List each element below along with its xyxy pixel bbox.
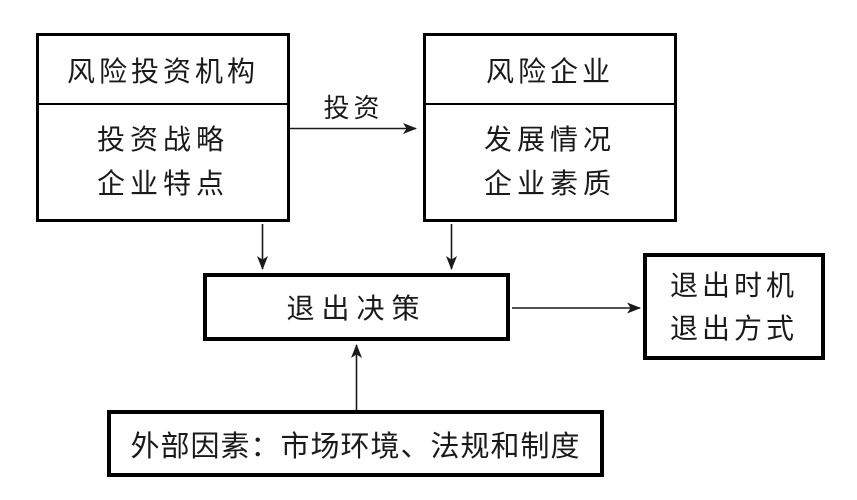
exit-outcome-line-1: 退出时机 (669, 268, 798, 302)
vc-institution-line-1: 投资战略 (96, 123, 229, 156)
box-exit-outcome: 退出时机 退出方式 (643, 253, 825, 360)
vc-institution-title: 风险投资机构 (39, 36, 287, 105)
investment-arrow-label: 投资 (323, 94, 384, 124)
venture-enterprise-line-1: 发展情况 (483, 123, 616, 156)
venture-enterprise-body: 发展情况 企业素质 (426, 105, 674, 219)
venture-enterprise-title: 风险企业 (426, 36, 674, 105)
box-exit-decision: 退出决策 (203, 273, 510, 341)
vc-institution-line-2: 企业特点 (96, 167, 229, 200)
vc-institution-body: 投资战略 企业特点 (39, 105, 287, 219)
box-external-factors: 外部因素：市场环境、法规和制度 (107, 410, 604, 477)
box-vc-institution: 风险投资机构 投资战略 企业特点 (36, 33, 290, 222)
box-venture-enterprise: 风险企业 发展情况 企业素质 (423, 33, 677, 222)
venture-enterprise-line-2: 企业素质 (483, 167, 616, 200)
exit-outcome-line-2: 退出方式 (669, 311, 798, 345)
